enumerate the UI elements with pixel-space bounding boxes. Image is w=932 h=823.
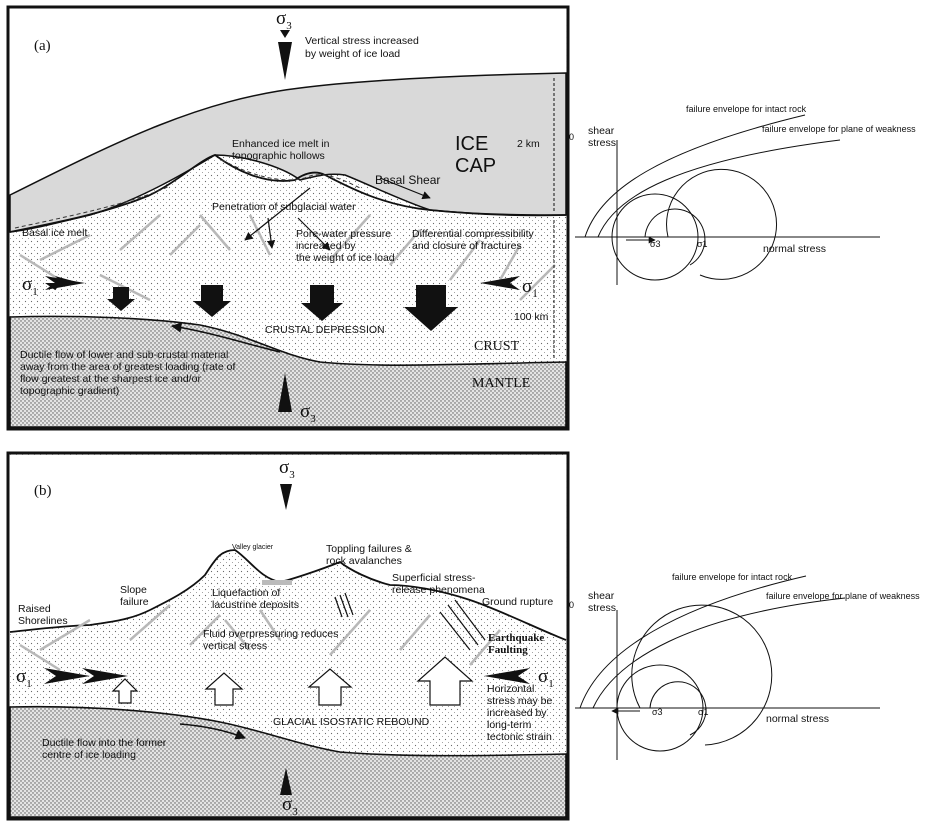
weakness-envelope-a bbox=[598, 140, 840, 237]
penetration-text: Penetration of subglacial water bbox=[212, 201, 356, 213]
toppling-text: Toppling failures & rock avalanches bbox=[326, 543, 415, 567]
weakness-label-a: failure envelope for plane of weakness bbox=[762, 124, 916, 134]
normal-stress-label-b: normal stress bbox=[766, 713, 829, 725]
enhanced-melt-text: Enhanced ice melt in topographic hollows bbox=[232, 138, 332, 162]
basal-shear-text: Basal Shear bbox=[375, 173, 440, 187]
sigma3-label-a: σ3 bbox=[650, 239, 661, 249]
differential-text: Differential compressibility and closure… bbox=[412, 228, 537, 252]
valley-glacier-shape bbox=[262, 580, 292, 585]
panel-a-label: (a) bbox=[34, 38, 51, 54]
mohr-labels-b: 0 shear stress failure envelope for inta… bbox=[569, 572, 920, 725]
intact-rock-label-b: failure envelope for intact rock bbox=[672, 572, 793, 582]
weakness-envelope-b bbox=[593, 598, 845, 708]
panel-b: (b) σ3 Valley glacier Toppling failures … bbox=[8, 453, 568, 819]
mohr-labels-a: 0 shear stress failure envelope for inta… bbox=[569, 104, 916, 255]
crust-thickness-label: 100 km bbox=[514, 311, 549, 323]
panel-b-label: (b) bbox=[34, 483, 52, 499]
mantle-label: MANTLE bbox=[472, 376, 530, 391]
mohr-origin-a: 0 bbox=[569, 132, 574, 142]
normal-stress-label-a: normal stress bbox=[763, 243, 826, 255]
ice-thickness-label: 2 km bbox=[517, 138, 540, 150]
shear-stress-label-b: shear stress bbox=[588, 590, 617, 614]
crustal-depression-text: CRUSTAL DEPRESSION bbox=[265, 324, 385, 336]
valley-glacier-text: Valley glacier bbox=[232, 544, 274, 551]
mohr-diagram-b bbox=[575, 576, 880, 760]
intact-rock-label-a: failure envelope for intact rock bbox=[686, 104, 807, 114]
mohr-diagram-a bbox=[575, 115, 880, 285]
glacial-rebound-text: GLACIAL ISOSTATIC REBOUND bbox=[273, 716, 430, 728]
weakness-label-b: failure envelope for plane of weakness bbox=[766, 591, 920, 601]
ground-rupture-text: Ground rupture bbox=[482, 596, 553, 608]
sigma1-label-a: σ1 bbox=[697, 239, 708, 249]
slope-failure-text: Slope failure bbox=[120, 584, 150, 608]
sigma1-label-b: σ1 bbox=[698, 707, 709, 717]
crust-label: CRUST bbox=[474, 339, 520, 354]
mohr-origin-b: 0 bbox=[569, 600, 574, 610]
sigma3-label-b: σ3 bbox=[652, 707, 663, 717]
panel-a: (a) σ3 Vertical stress increased by weig… bbox=[8, 7, 568, 429]
mohr-circle-large-a bbox=[667, 169, 777, 279]
basal-ice-melt-text: Basal ice melt bbox=[22, 227, 87, 239]
ice-cap-label: ICE CAP bbox=[455, 133, 496, 177]
superficial-text: Superficial stress- release phenomena bbox=[392, 572, 485, 596]
shear-stress-label-a: shear stress bbox=[588, 125, 617, 149]
